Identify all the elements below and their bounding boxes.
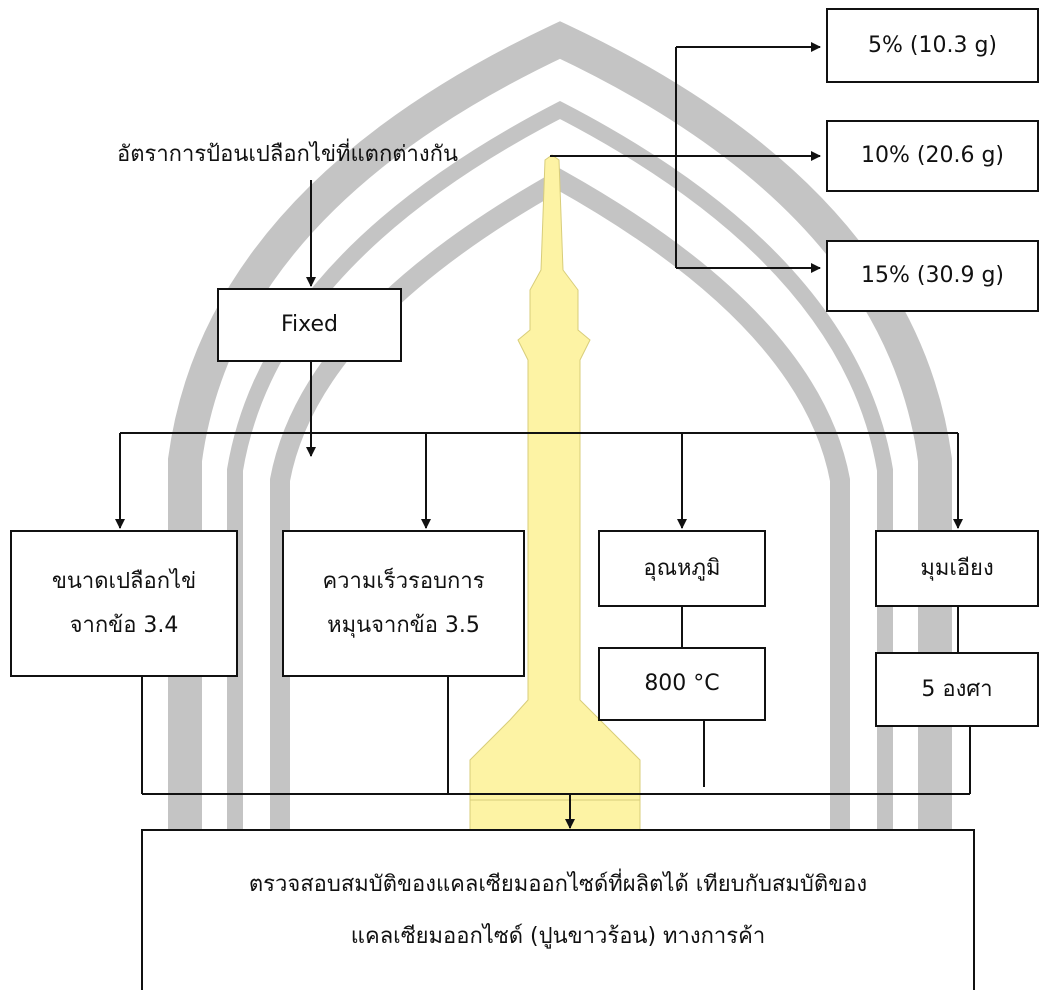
feed-option-10-percent: 10% (20.6 g) <box>826 120 1039 192</box>
temperature-value: 800 °C <box>644 671 720 696</box>
feed-option-5-percent: 5% (10.3 g) <box>826 8 1039 83</box>
tilt-angle-value: 5 องศา <box>921 676 993 702</box>
rotation-speed-line1: ความเร็วรอบการ <box>322 568 485 594</box>
temperature-value-box: 800 °C <box>598 647 766 721</box>
feed-option-10-percent-text: 10% (20.6 g) <box>861 143 1004 168</box>
shell-size-box: ขนาดเปลือกไข่ จากข้อ 3.4 <box>10 530 238 677</box>
result-line2: แคลเซียมออกไซด์ (ปูนขาวร้อน) ทางการค้า <box>350 923 766 949</box>
shell-size-line2: จากข้อ 3.4 <box>69 612 179 638</box>
tilt-angle-box: มุมเอียง <box>875 530 1039 607</box>
tilt-angle-label: มุมเอียง <box>920 555 994 581</box>
tilt-angle-value-box: 5 องศา <box>875 652 1039 727</box>
fixed-label: Fixed <box>280 312 338 337</box>
temperature-box: อุณหภูมิ <box>598 530 766 607</box>
feed-option-15-percent: 15% (30.9 g) <box>826 240 1039 312</box>
rotation-speed-line2: หมุนจากข้อ 3.5 <box>327 612 480 638</box>
feed-rate-label: อัตราการป้อนเปลือกไข่ที่แตกต่างกัน <box>117 142 459 167</box>
temperature-label: อุณหภูมิ <box>643 555 721 581</box>
result-line1: ตรวจสอบสมบัติของแคลเซียมออกไซด์ที่ผลิตได… <box>248 871 868 897</box>
rotation-speed-box: ความเร็วรอบการ หมุนจากข้อ 3.5 <box>282 530 525 677</box>
shell-size-line1: ขนาดเปลือกไข่ <box>51 568 197 594</box>
feed-option-15-percent-text: 15% (30.9 g) <box>861 263 1004 288</box>
result-box: ตรวจสอบสมบัติของแคลเซียมออกไซด์ที่ผลิตได… <box>141 829 975 990</box>
feed-option-5-percent-text: 5% (10.3 g) <box>867 32 997 58</box>
fixed-box: Fixed <box>217 288 402 362</box>
